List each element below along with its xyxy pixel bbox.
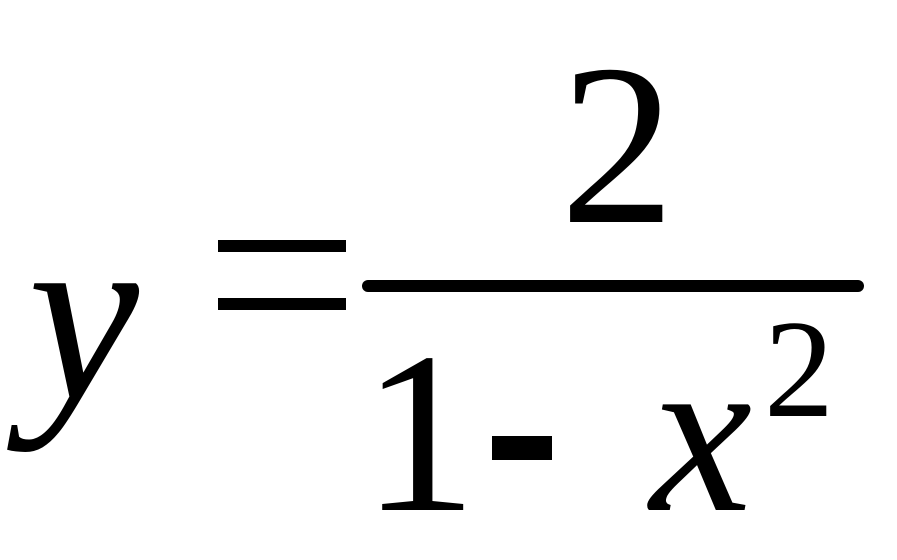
denominator-minus-sign [492,436,552,460]
denominator-exponent: 2 [764,292,834,447]
denominator-variable: x [650,305,753,560]
equals-sign [218,240,346,312]
denominator-constant: 1 [362,305,477,560]
equals-bar-top [218,240,346,252]
equals-bar-bottom [218,298,346,310]
lhs-variable: y [28,176,139,453]
fraction-bar [362,280,864,292]
fraction-numerator: 2 [560,17,675,272]
